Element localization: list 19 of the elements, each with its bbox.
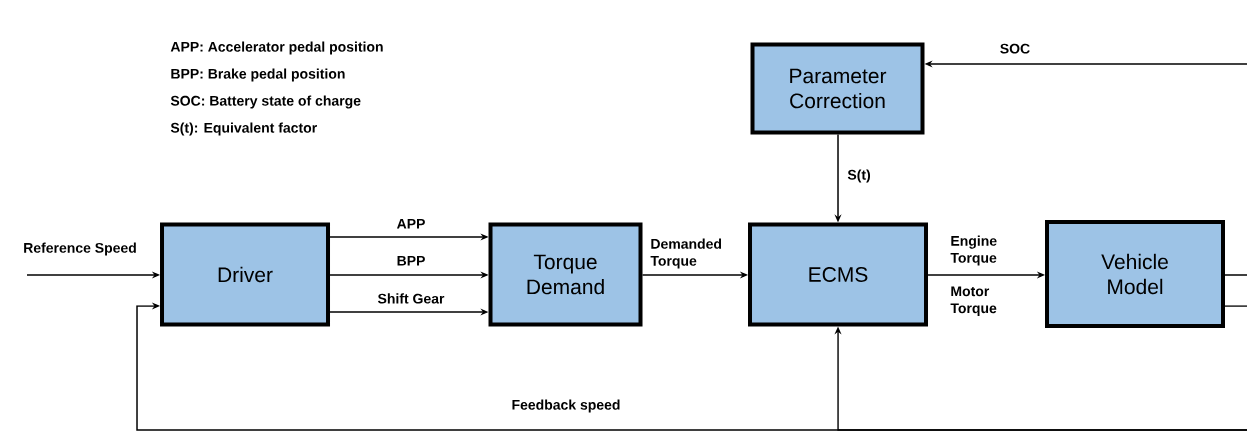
edge-label: Feedback speed bbox=[512, 399, 620, 413]
block-box: Torque Demand bbox=[488, 222, 643, 327]
edge-label: APP bbox=[396, 218, 425, 229]
edge-label: BPP bbox=[397, 255, 425, 266]
block-box: Driver bbox=[160, 222, 330, 327]
edge-label: Engine Torque bbox=[950, 235, 997, 266]
edge-label: S(t) bbox=[847, 169, 870, 183]
block-box: ECMS bbox=[748, 222, 928, 327]
block-box: Vehicle Model bbox=[1045, 220, 1225, 328]
edge-label: Shift Gear bbox=[377, 293, 445, 304]
label: Motor Torque bbox=[950, 286, 997, 316]
label: SOC: Battery state of charge bbox=[170, 95, 361, 109]
edge-label: SOC bbox=[1000, 43, 1030, 54]
block-box: Parameter Correction bbox=[750, 42, 925, 135]
edge-label: Demanded Torque bbox=[650, 238, 722, 269]
edge-label: Reference Speed bbox=[24, 242, 136, 256]
label: APP: Accelerator pedal position bbox=[170, 41, 383, 55]
label: S(t): Equivalent factor bbox=[170, 122, 317, 136]
label: BPP: Brake pedal position bbox=[171, 68, 345, 82]
